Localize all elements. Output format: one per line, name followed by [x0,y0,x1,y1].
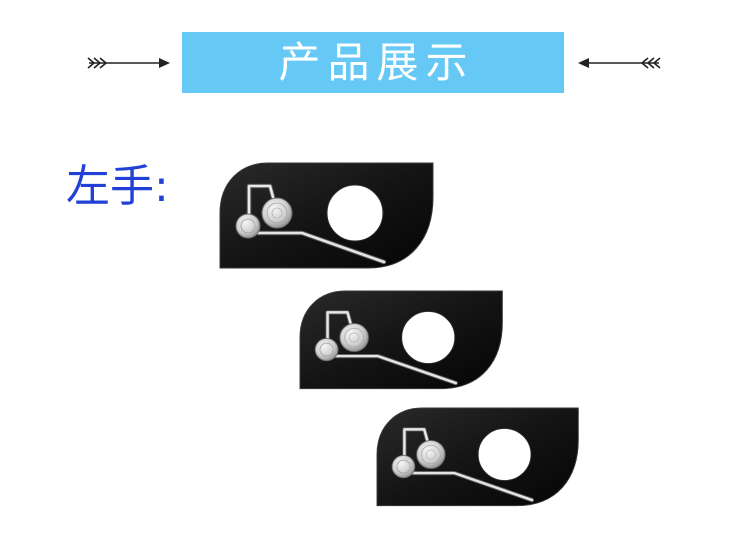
page-title: 产品展示 [278,37,475,87]
header-banner: 产品展示 [182,32,564,93]
product-image-2 [300,291,502,389]
product-image-3 [377,408,578,506]
arrow-left-icon [578,57,661,69]
section-label: 左手: [66,161,169,212]
product-image-1 [220,163,433,268]
arrow-right-icon [87,57,170,69]
